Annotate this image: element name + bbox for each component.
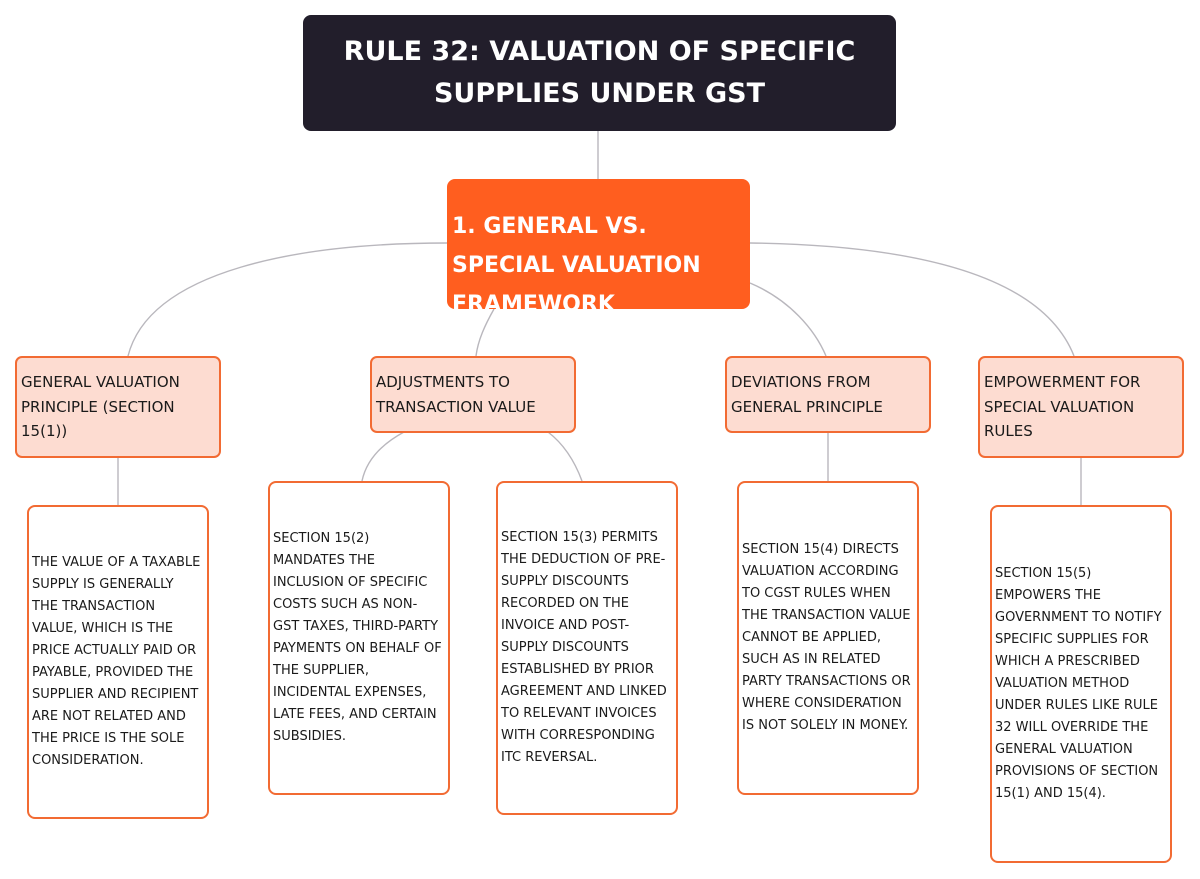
- leaf-section-15-5-detail: SECTION 15(5) EMPOWERS THE GOVERNMENT TO…: [990, 505, 1172, 863]
- connector-adjustments-leaf-left: [361, 431, 405, 482]
- branch-deviations-from-general-principle: DEVIATIONS FROM GENERAL PRINCIPLE: [725, 356, 931, 433]
- leaf-text: SECTION 15(4) DIRECTS VALUATION ACCORDIN…: [742, 542, 911, 733]
- leaf-text: SECTION 15(3) PERMITS THE DEDUCTION OF P…: [501, 530, 667, 765]
- leaf-text: SECTION 15(2) MANDATES THE INCLUSION OF …: [273, 531, 442, 744]
- branch-general-valuation-principle: GENERAL VALUATION PRINCIPLE (SECTION 15(…: [15, 356, 221, 458]
- connector-main-branch-empowerment: [749, 242, 1075, 357]
- leaf-section-15-4-detail: SECTION 15(4) DIRECTS VALUATION ACCORDIN…: [737, 481, 919, 795]
- main-topic-title: 1. GENERAL VS. SPECIAL VALUATION FRAMEWO…: [452, 214, 701, 317]
- connector-main-branch-deviations: [749, 282, 827, 357]
- leaf-text: THE VALUE OF A TAXABLE SUPPLY IS GENERAL…: [32, 555, 201, 768]
- branch-label: GENERAL VALUATION PRINCIPLE (SECTION 15(…: [21, 373, 180, 440]
- root-title: RULE 32: VALUATION OF SPECIFIC SUPPLIES …: [343, 36, 856, 109]
- leaf-text: SECTION 15(5) EMPOWERS THE GOVERNMENT TO…: [995, 566, 1162, 801]
- root-title-box: RULE 32: VALUATION OF SPECIFIC SUPPLIES …: [303, 15, 896, 131]
- main-topic-box: 1. GENERAL VS. SPECIAL VALUATION FRAMEWO…: [447, 179, 750, 317]
- connector-main-branch-general: [127, 242, 448, 357]
- branch-empowerment-for-special-valuation-rules: EMPOWERMENT FOR SPECIAL VALUATION RULES: [978, 356, 1184, 458]
- leaf-section-15-2-detail: SECTION 15(2) MANDATES THE INCLUSION OF …: [268, 481, 450, 795]
- branch-label: DEVIATIONS FROM GENERAL PRINCIPLE: [731, 373, 883, 416]
- branch-adjustments-to-transaction-value: ADJUSTMENTS TO TRANSACTION VALUE: [370, 356, 576, 433]
- connector-adjustments-leaf-right: [547, 431, 583, 482]
- leaf-general-valuation-detail: THE VALUE OF A TAXABLE SUPPLY IS GENERAL…: [27, 505, 209, 819]
- branch-label: ADJUSTMENTS TO TRANSACTION VALUE: [376, 373, 536, 416]
- branch-label: EMPOWERMENT FOR SPECIAL VALUATION RULES: [984, 373, 1141, 440]
- leaf-section-15-3-detail: SECTION 15(3) PERMITS THE DEDUCTION OF P…: [496, 481, 678, 815]
